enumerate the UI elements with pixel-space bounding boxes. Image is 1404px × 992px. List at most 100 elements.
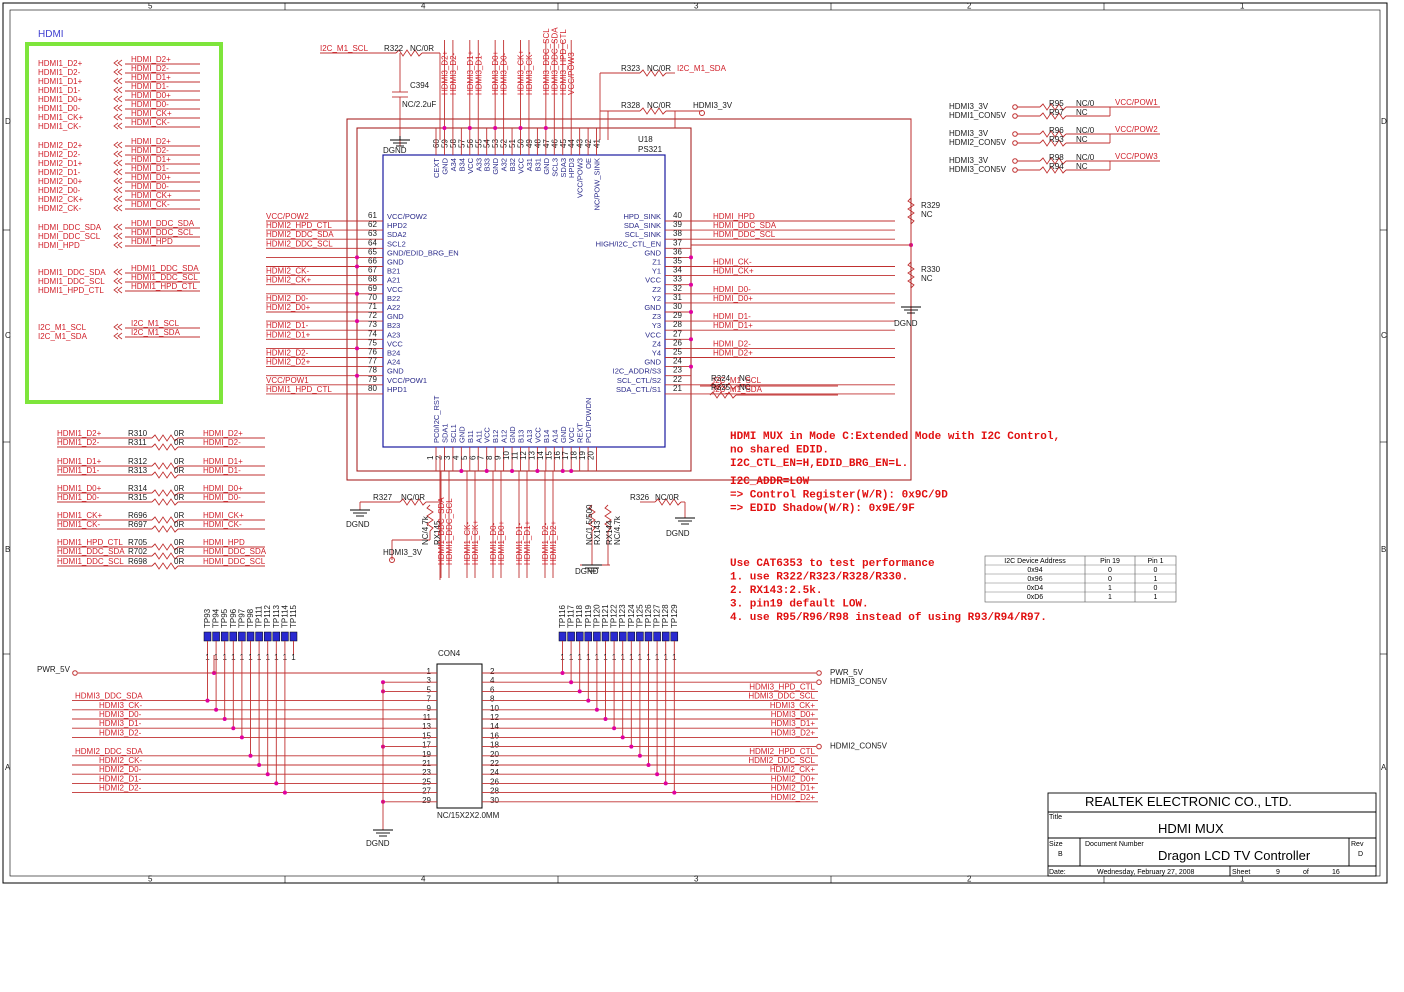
u18-top-pin-name: SDA3 [559, 158, 568, 178]
addr-table-header: Pin 19 [1100, 558, 1120, 565]
con4-dgnd: DGND [366, 839, 390, 848]
r328-val: NC/0R [647, 101, 671, 110]
u18-left-pin-net: HDMI1_HPD_CTL [266, 385, 332, 394]
u18-right-pin-num: 23 [673, 366, 682, 375]
con4-left-pin-num: 23 [422, 768, 431, 777]
con4-tp-junction [248, 753, 253, 758]
con4-tp-junction [282, 790, 287, 795]
test-point-pad [289, 631, 298, 642]
addr-table-cell: 0 [1108, 567, 1112, 574]
hdmi-box-left-net: I2C_M1_SDA [38, 332, 88, 341]
con4-left-pin-num: 9 [427, 704, 432, 713]
u18-top-pin-net: HDMI3_HPD_CTL [559, 29, 568, 95]
r322-val: NC/0R [410, 44, 434, 53]
con4-left-net: HDMI2_D2- [99, 784, 142, 793]
con4-right-net: HDMI3_HPD_CTL [749, 682, 815, 691]
u18-top-pin-net: HDMI3_D1+ [466, 50, 475, 95]
u18-left-pin-name: GND [387, 312, 404, 321]
hdmi-box-arrow [113, 159, 123, 167]
test-point-pad [203, 631, 212, 642]
u18-bottom-pin-num: 11 [511, 451, 520, 460]
test-point-pad [644, 631, 653, 642]
r324-ref: R324 [711, 374, 731, 383]
sheet-label: Sheet [1232, 869, 1250, 876]
u18-bottom-pin-num: 1 [426, 455, 435, 460]
con4-right-net: HDMI3_D1+ [771, 719, 816, 728]
u18-top-pin-net: HDMI3_D1- [474, 52, 483, 95]
u18-left-pin-num: 75 [368, 338, 377, 347]
con4-right-net: HDMI3_DDC_SCL [748, 692, 815, 701]
con4-tp-junction [577, 689, 582, 694]
u18-top-pin-num: 47 [542, 139, 551, 148]
zero-ohm-resistor [151, 543, 179, 551]
test-point-label: TP113 [272, 604, 281, 628]
u18-right-pin-name: Y2 [652, 294, 661, 303]
con4-left-net: HDMI2_DDC_SDA [75, 747, 143, 756]
top-dgnd-symbol [390, 136, 410, 147]
hdmi-box-arrow [113, 141, 123, 149]
test-point-pin: 1 [291, 653, 296, 662]
u18-right-pin-name: Z2 [652, 285, 661, 294]
pow-val-b: NC [1076, 135, 1088, 144]
u18-bottom-pin-num: 7 [477, 455, 486, 460]
zone-row-label: D [1381, 117, 1387, 126]
zero-ohm-out-net: HDMI_D2+ [203, 429, 243, 438]
zone-col-label: 4 [421, 2, 426, 11]
con4-tp-junction [620, 735, 625, 740]
hdmi-box-arrow [113, 232, 123, 240]
pow-port [1012, 104, 1018, 110]
hdmi-box-right-net: HDMI_CK- [131, 200, 170, 209]
u18-right-pin-net: HDMI_D0- [713, 285, 751, 294]
u18-top-pin-num: 48 [533, 139, 542, 148]
pow-ref-a: R95 [1049, 99, 1064, 108]
u18-right-pin-name: Z4 [652, 339, 661, 348]
test-point-pad [229, 631, 238, 642]
addr-table-frame [984, 555, 1177, 603]
u18-bottom-pin-num: 4 [451, 455, 460, 460]
con4-tp-junction [646, 763, 651, 767]
hdmi-box-left-net: HDMI2_D2- [38, 150, 81, 159]
test-point-pad [212, 631, 220, 642]
u18-left-pin-num: 68 [368, 275, 377, 284]
test-point-label: TP127 [653, 604, 662, 628]
con4-right-pin-num: 26 [490, 777, 499, 786]
u18-left-pin-net: HDMI2_HPD_CTL [266, 221, 332, 230]
u18-bottom-pin-num: 14 [536, 451, 545, 460]
con4-right-port [816, 679, 822, 686]
r325-val: NC [739, 383, 751, 392]
u18-right-pin-junction [689, 310, 693, 314]
u18-right-pin-name: SDA_SINK [624, 221, 661, 230]
test-point-pad [263, 631, 272, 642]
sheets-value: 16 [1332, 869, 1340, 876]
con4-right-net: HDMI3_D2+ [771, 728, 816, 737]
u18-right-pin-name: Z3 [652, 312, 661, 321]
con4-right-pin-num: 18 [490, 741, 499, 750]
u18-top-pin-num: 52 [500, 139, 509, 148]
r322-net: I2C_M1_SCL [320, 44, 369, 53]
u18-top-pin-name: A33 [474, 158, 483, 171]
pow-resistor-b [1039, 166, 1067, 174]
test-point-label: TP118 [575, 604, 584, 628]
hdmi-box-left-net: HDMI1_D1+ [38, 77, 83, 86]
u18-bottom-pin-num: 9 [494, 455, 503, 460]
u18-right-pin-net: HDMI_CK- [713, 258, 752, 267]
con4-left-net: HDMI3_D1- [99, 719, 142, 728]
hdmi-box-right-net: HDMI_D1+ [131, 73, 171, 82]
note-test-line: 4. use R95/R96/R98 instead of using R93/… [730, 612, 1047, 624]
u18-right-pin-net: I2C_M1_SCL [713, 376, 762, 385]
u18-left-pin-name: A22 [387, 303, 400, 312]
zero-ohm-resistor [151, 434, 179, 442]
addr-table-header: Pin 1 [1148, 558, 1164, 565]
u18-top-pin-num: 44 [567, 139, 576, 148]
r327-dgnd: DGND [346, 520, 370, 529]
con4-right-port [816, 743, 822, 750]
zone-col-label: 3 [694, 2, 699, 11]
con4-tp-junction [637, 753, 642, 758]
u18-right-pin-name: SCL_CTL/S2 [617, 376, 661, 385]
u18-left-pin-num: 69 [368, 284, 377, 293]
u18-top-pin-net: HDMI3_D0+ [491, 50, 500, 95]
u18-right-pin-name: VCC [645, 330, 661, 339]
u18-right-pin-num: 37 [673, 238, 682, 247]
sheet-inner-frame [9, 9, 1381, 877]
